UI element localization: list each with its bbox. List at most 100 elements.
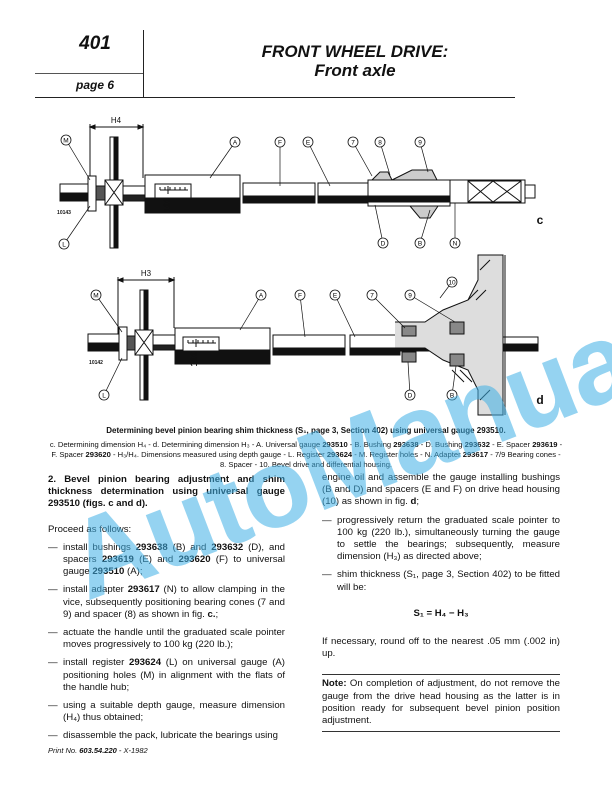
text-segment: shim thickness (S₁, page 3, Section 402)… <box>337 569 560 593</box>
text-segment: (B) and <box>167 541 212 553</box>
svg-text:7: 7 <box>370 293 374 300</box>
text-segment: progressively return the graduated scale… <box>337 514 560 563</box>
svg-text:B: B <box>450 393 454 400</box>
intro-text: Proceed as follows: <box>48 523 132 535</box>
text-segment: actuate the handle until the graduated s… <box>63 627 285 651</box>
part-number: 293510 <box>92 566 125 578</box>
svg-text:M: M <box>63 138 68 145</box>
text-segment: install register <box>63 657 130 669</box>
scale-label: 100 <box>189 351 199 366</box>
callout-7: 7 <box>366 289 406 329</box>
callout-N: N <box>449 203 461 249</box>
callout-B: B <box>414 209 431 249</box>
dimension-label: H3 <box>141 269 152 278</box>
dash-bullet: — <box>48 730 58 742</box>
svg-text:N: N <box>453 241 458 248</box>
part-number: 293638 <box>393 440 419 449</box>
text-segment: using a suitable depth gauge, measure di… <box>63 700 285 724</box>
title-line-2: Front axle <box>314 61 396 80</box>
dash-bullet: — <box>322 514 332 526</box>
page-title: FRONT WHEEL DRIVE: Front axle <box>150 42 560 80</box>
figure-ref-number: 10142 <box>89 360 103 366</box>
figure-letter: c <box>537 213 544 227</box>
text-segment: (E) and <box>133 554 179 566</box>
callout-E: E <box>302 136 331 187</box>
rounding-text: If necessary, round off to the nearest .… <box>322 636 560 660</box>
print-prefix: Print No. <box>48 746 80 755</box>
page-number: page 6 <box>75 78 114 92</box>
part-number: 293620 <box>85 450 111 459</box>
print-number-value: 603.54.220 <box>79 746 117 755</box>
text-segment: - D. Bushing <box>418 440 465 449</box>
figure-caption-title: Determining bevel pinion bearing shim th… <box>106 426 506 435</box>
dash-bullet: — <box>48 627 58 639</box>
svg-text:D: D <box>381 241 386 248</box>
callout-M: M <box>60 134 91 181</box>
text-segment: (F) to universal gauge <box>63 554 285 578</box>
print-number: Print No. 603.54.220 - X-1982 <box>48 746 148 755</box>
svg-text:A: A <box>233 140 238 147</box>
svg-text:A: A <box>259 293 264 300</box>
dash-bullet: — <box>48 541 58 553</box>
text-segment: (D), and spacers <box>63 541 285 566</box>
continuation-text: engine oil and assemble the gauge instal… <box>322 472 560 509</box>
text-segment: engine oil and assemble the gauge instal… <box>322 472 560 508</box>
svg-text:L: L <box>102 393 106 400</box>
svg-text:L: L <box>62 242 66 249</box>
svg-text:B: B <box>418 241 422 248</box>
graduated-scale <box>154 183 192 199</box>
note-label: Note: <box>322 678 347 690</box>
callout-M: M <box>90 289 123 333</box>
svg-text:9: 9 <box>408 293 412 300</box>
svg-text:8: 8 <box>378 140 382 147</box>
text-segment: ; <box>215 608 219 620</box>
callout-L: L <box>58 205 91 250</box>
title-line-1: FRONT WHEEL DRIVE: <box>261 42 449 61</box>
callout-E: E <box>329 289 356 338</box>
part-number: 293617 <box>127 584 160 596</box>
figure-caption-body: c. Determining dimension H₄ - d. Determi… <box>48 440 564 470</box>
part-number: 293620 <box>178 554 211 566</box>
text-segment: ; <box>416 496 420 508</box>
callout-F: F <box>274 136 286 186</box>
svg-text:7: 7 <box>351 140 355 147</box>
text-segment: c. Determining dimension H₄ - d. Determi… <box>49 440 323 449</box>
text-segment: - 7/9 Bearing cones - 8. Spacer - 10. Be… <box>219 450 561 469</box>
callout-A: A <box>209 136 241 179</box>
svg-text:E: E <box>333 293 338 300</box>
right-column: engine oil and assemble the gauge instal… <box>322 472 560 733</box>
part-number: 293632 <box>464 440 490 449</box>
part-number: c. <box>207 608 216 620</box>
differential-housing <box>395 254 504 416</box>
formula: S₁ = H₄ − H₃ <box>413 607 469 619</box>
text-segment: - F. Spacer <box>51 440 563 459</box>
section-heading: 2. Bevel pinion bearing adjustment and s… <box>48 474 285 510</box>
header-divider <box>35 73 143 74</box>
dash-bullet: — <box>322 569 332 581</box>
svg-text:E: E <box>306 140 311 147</box>
note-text: On completion of adjustment, do not remo… <box>322 678 560 727</box>
part-number: 293624 <box>326 450 353 459</box>
callout-9: 9 <box>404 289 456 323</box>
part-number: 293638 <box>135 541 168 553</box>
section-number: 401 <box>79 33 111 54</box>
part-number: 293624 <box>129 657 162 669</box>
callout-9: 9 <box>414 136 429 173</box>
svg-text:M: M <box>93 293 98 300</box>
figure-letter: d <box>536 393 543 407</box>
part-number: d <box>410 496 417 508</box>
left-column: 2. Bevel pinion bearing adjustment and s… <box>48 474 285 749</box>
part-number: 293619 <box>101 554 134 566</box>
note-box: Note: On completion of adjustment, do no… <box>322 674 560 733</box>
list-item: — shim thickness (S₁, page 3, Section 402… <box>322 569 560 593</box>
list-item: —install adapter 293617 (N) to allow cla… <box>48 584 285 621</box>
list-item: —install register 293624 (L) on universa… <box>48 657 285 694</box>
dash-bullet: — <box>48 700 58 712</box>
figure-ref-number: 10143 <box>57 210 71 216</box>
text-segment: install adapter <box>63 584 128 596</box>
callout-10: 10 <box>439 276 458 299</box>
header-divider <box>143 30 144 98</box>
